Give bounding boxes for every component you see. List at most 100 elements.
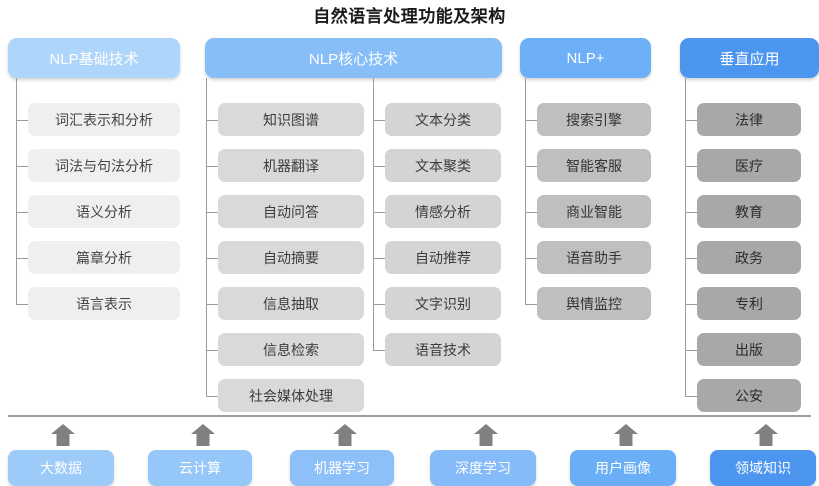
node-label: 自动摘要 [263,249,319,266]
connector-tick [206,165,218,167]
node-label: 词法与句法分析 [55,157,153,174]
connector-tick [206,119,218,121]
connector-tick [685,119,697,121]
node-label: 教育 [735,203,763,220]
up-arrow-0 [50,423,76,447]
foundation-2[interactable]: 机器学习 [290,450,394,486]
node-nlp-plus-1[interactable]: 智能客服 [537,149,651,182]
node-vertical-app-6[interactable]: 公安 [697,379,801,412]
node-vertical-app-3[interactable]: 政务 [697,241,801,274]
page-title: 自然语言处理功能及架构 [313,7,506,26]
node-label: 法律 [735,111,763,128]
column-header-label: NLP核心技术 [308,50,399,68]
foundation-label: 机器学习 [314,460,370,476]
column-header-vertical-app[interactable]: 垂直应用 [680,38,819,78]
node-label: 篇章分析 [76,249,132,266]
connector-tick [373,349,385,351]
connector-tick [373,211,385,213]
connector-tick [685,303,697,305]
node-label: 机器翻译 [263,157,319,174]
node-vertical-app-0[interactable]: 法律 [697,103,801,136]
node-nlp-basic-4[interactable]: 语言表示 [28,287,180,320]
node-label: 语音技术 [415,341,471,358]
node-nlp-plus-0[interactable]: 搜索引擎 [537,103,651,136]
connector-tick [685,165,697,167]
column-header-label: NLP基础技术 [49,50,139,68]
node-nlp-core-b-3[interactable]: 自动推荐 [385,241,501,274]
connector-tick [206,395,218,397]
node-nlp-core-b-4[interactable]: 文字识别 [385,287,501,320]
connector-tick [525,211,537,213]
node-label: 医疗 [735,157,763,174]
node-label: 语言表示 [76,295,132,312]
node-nlp-basic-0[interactable]: 词汇表示和分析 [28,103,180,136]
foundation-label: 领域知识 [735,460,791,476]
node-label: 知识图谱 [263,111,319,128]
connector-tick [373,257,385,259]
foundation-4[interactable]: 用户画像 [570,450,676,486]
column-header-label: 垂直应用 [719,50,780,68]
column-header-nlp-basic[interactable]: NLP基础技术 [8,38,180,78]
foundation-5[interactable]: 领域知识 [710,450,816,486]
connector-tick [685,211,697,213]
node-vertical-app-1[interactable]: 医疗 [697,149,801,182]
node-vertical-app-5[interactable]: 出版 [697,333,801,366]
node-label: 语音助手 [566,249,622,266]
node-nlp-basic-2[interactable]: 语义分析 [28,195,180,228]
connector-tick [16,257,28,259]
connector-tick [16,119,28,121]
node-nlp-core-a-1[interactable]: 机器翻译 [218,149,364,182]
node-nlp-plus-2[interactable]: 商业智能 [537,195,651,228]
node-nlp-plus-4[interactable]: 舆情监控 [537,287,651,320]
node-label: 语义分析 [76,203,132,220]
node-nlp-basic-3[interactable]: 篇章分析 [28,241,180,274]
node-nlp-core-a-6[interactable]: 社会媒体处理 [218,379,364,412]
node-label: 舆情监控 [566,295,622,312]
node-label: 文字识别 [415,295,471,312]
foundation-label: 用户画像 [595,460,651,476]
node-vertical-app-4[interactable]: 专利 [697,287,801,320]
node-label: 政务 [735,249,763,266]
node-label: 商业智能 [566,203,622,220]
node-label: 出版 [735,341,763,358]
node-nlp-core-a-4[interactable]: 信息抽取 [218,287,364,320]
node-nlp-core-a-2[interactable]: 自动问答 [218,195,364,228]
node-nlp-core-a-3[interactable]: 自动摘要 [218,241,364,274]
connector-tick [206,303,218,305]
connector-tick [206,211,218,213]
node-vertical-app-2[interactable]: 教育 [697,195,801,228]
foundation-1[interactable]: 云计算 [148,450,252,486]
up-arrow-4 [613,423,639,447]
node-label: 信息检索 [263,341,319,358]
node-nlp-core-a-5[interactable]: 信息检索 [218,333,364,366]
up-arrow-1 [190,423,216,447]
column-header-nlp-core-a[interactable]: NLP核心技术 [205,38,502,78]
column-header-label: NLP+ [566,49,605,67]
foundation-label: 云计算 [179,460,221,476]
foundation-0[interactable]: 大数据 [8,450,114,486]
node-label: 社会媒体处理 [249,387,333,404]
node-nlp-basic-1[interactable]: 词法与句法分析 [28,149,180,182]
node-label: 公安 [735,387,763,404]
node-nlp-core-a-0[interactable]: 知识图谱 [218,103,364,136]
foundation-3[interactable]: 深度学习 [430,450,536,486]
connector-tick [373,119,385,121]
node-nlp-core-b-2[interactable]: 情感分析 [385,195,501,228]
connector-tick [525,165,537,167]
node-label: 文本分类 [415,111,471,128]
node-label: 自动问答 [263,203,319,220]
node-nlp-core-b-1[interactable]: 文本聚类 [385,149,501,182]
connector-stem-nlp-core-b [373,78,374,350]
foundation-label: 深度学习 [455,460,511,476]
node-nlp-core-b-5[interactable]: 语音技术 [385,333,501,366]
connector-tick [16,303,28,305]
up-arrow-3 [473,423,499,447]
node-label: 词汇表示和分析 [55,111,153,128]
connector-tick [685,349,697,351]
node-label: 文本聚类 [415,157,471,174]
node-nlp-core-b-0[interactable]: 文本分类 [385,103,501,136]
connector-tick [525,257,537,259]
column-header-nlp-plus[interactable]: NLP+ [520,38,651,78]
node-label: 专利 [735,295,763,312]
node-nlp-plus-3[interactable]: 语音助手 [537,241,651,274]
